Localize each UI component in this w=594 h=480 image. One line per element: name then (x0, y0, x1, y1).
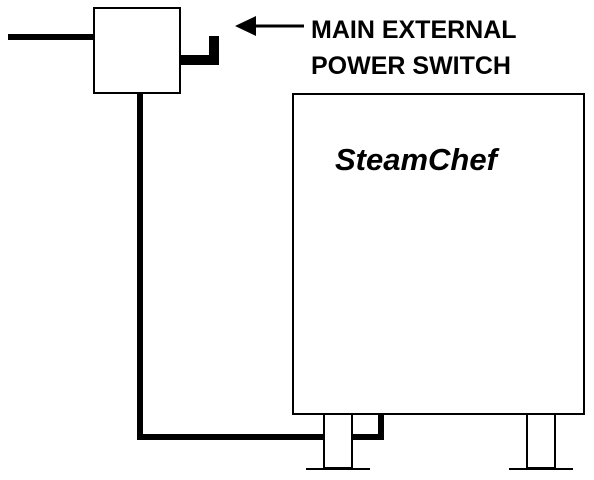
steamer-cabinet (292, 93, 585, 415)
power-switch-box (93, 7, 181, 94)
switch-to-unit-cable (137, 93, 384, 440)
right-leg (509, 413, 573, 470)
switch-handle (180, 36, 219, 65)
left-leg (306, 413, 370, 470)
callout-arrow (235, 16, 304, 36)
callout-label-line1: MAIN EXTERNAL (311, 16, 517, 44)
brand-label: SteamChef (335, 142, 500, 177)
callout-label-line2: POWER SWITCH (311, 52, 511, 80)
